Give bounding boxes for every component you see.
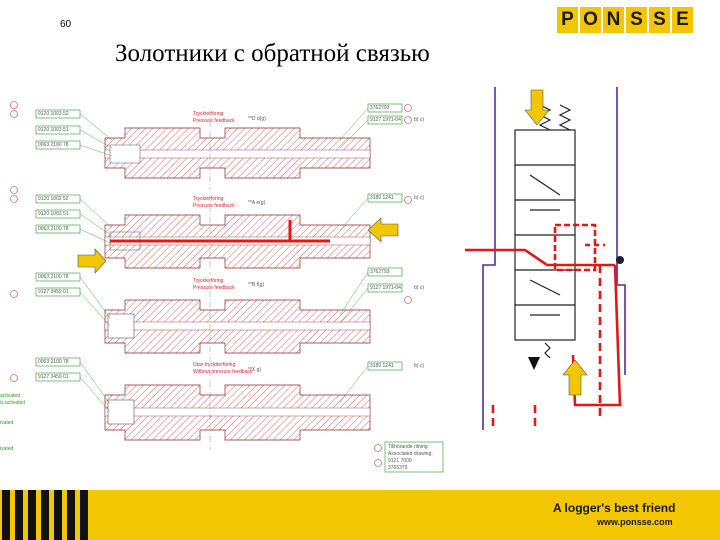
section-3-label-en: Pressure feedback <box>193 285 235 291</box>
section-4-port: **X g) <box>248 367 262 373</box>
section-code: b) c) <box>414 285 424 291</box>
section-3-port: **B f(g) <box>248 282 265 288</box>
logo-letter: E <box>672 7 693 33</box>
part-number: 0063 2100 78 <box>38 226 69 232</box>
part-number: 3762793 <box>370 105 390 111</box>
logo-letter: N <box>603 7 624 33</box>
part-number: 0063 2100 78 <box>38 142 69 148</box>
ponsse-logo: P O N S S E <box>557 7 693 33</box>
section-4-label-sv: Utan trycktterföring <box>193 362 236 368</box>
part-number: 9127 3459 01 <box>38 289 69 295</box>
section-code: b) c) <box>414 363 424 369</box>
spool-drawing <box>10 101 444 473</box>
section-2-label-en: Pressure feedback <box>193 203 235 209</box>
side-note: activated <box>0 393 21 399</box>
logo-letter: P <box>557 7 578 33</box>
part-number: 9120 1003 51 <box>38 127 69 133</box>
section-1-label-sv: Tryckterföring <box>193 111 224 117</box>
footer-bar: A logger's best friend www.ponsse.com <box>0 490 720 540</box>
side-note: is activated <box>0 400 26 406</box>
part-number: 0063 2100 78 <box>38 274 69 280</box>
flow-arrow-down <box>524 89 550 126</box>
section-code: b) c) <box>414 117 424 123</box>
logo-letter: O <box>580 7 601 33</box>
part-number: 3180 1241 <box>370 363 394 369</box>
section-4-label-en: Without pressure feedback <box>193 369 253 375</box>
logo-letter: S <box>626 7 647 33</box>
associated-number: 3765379 <box>388 465 408 471</box>
side-note: ivated <box>0 420 14 426</box>
side-note: ivated <box>0 446 14 452</box>
flow-arrow-up <box>562 359 588 396</box>
part-number: 9120 1002 52 <box>38 196 69 202</box>
page-number: 60 <box>60 19 72 30</box>
spool-section-4 <box>104 370 371 450</box>
part-number: 3762793 <box>370 269 390 275</box>
spool-section-1 <box>104 110 371 190</box>
spool-section-3 <box>104 280 371 362</box>
section-2-port: **A e(g) <box>248 200 266 206</box>
section-code: b) c) <box>414 195 424 201</box>
slide-title: Золотники с обратной связью <box>115 40 430 67</box>
section-1-label-en: Pressure feedback <box>193 118 235 124</box>
hydraulic-schematic <box>465 87 626 430</box>
section-3-label-sv: Tryckterföring <box>193 278 224 284</box>
part-number: 9120 1003 51 <box>38 211 69 217</box>
barcode-stripes <box>0 490 88 540</box>
spool-section-2 <box>104 195 371 275</box>
section-1-port: **D d(g) <box>248 116 266 122</box>
footer-tagline: A logger's best friend <box>553 501 676 515</box>
logo-letter: S <box>649 7 670 33</box>
footer-url: www.ponsse.com <box>597 517 673 527</box>
flow-arrow-right <box>77 248 107 274</box>
part-number: 9127 3459 01 <box>38 374 69 380</box>
part-number: 0063 2100 78 <box>38 359 69 365</box>
part-number: 3180 1241 <box>370 195 394 201</box>
flow-arrow-left <box>367 217 399 243</box>
associated-number: 9121 7000 <box>388 458 412 464</box>
section-2-label-sv: Tryckterföring <box>193 196 224 202</box>
part-number: 9120 1003 52 <box>38 111 69 117</box>
part-number: 9127 1971-04 <box>370 117 401 123</box>
associated-label-en: Associated drawing: <box>388 451 433 457</box>
part-number: 9127 1971-04 <box>370 285 401 291</box>
associated-label-sv: Tillhörande ritning: <box>388 444 429 450</box>
